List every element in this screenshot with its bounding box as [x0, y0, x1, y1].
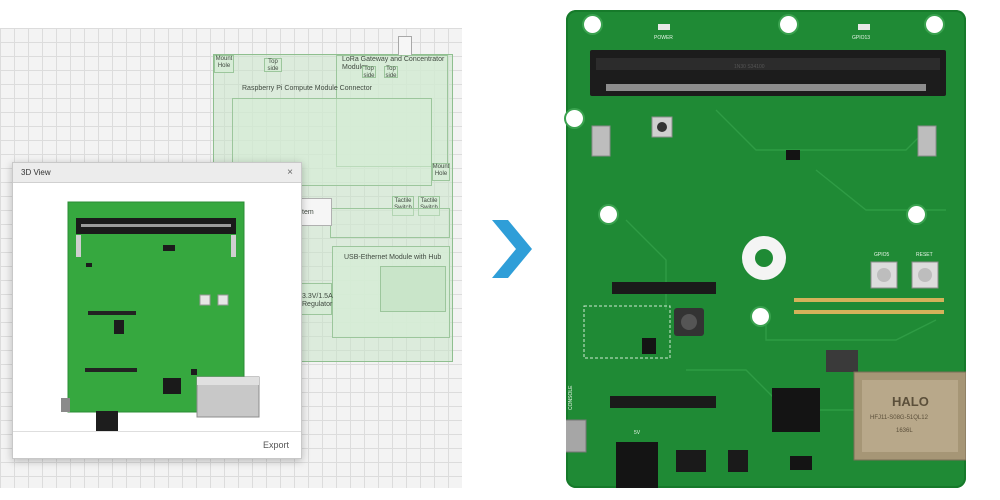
dialog-title: 3D View: [21, 168, 51, 177]
mount-hole-top-left[interactable]: [214, 55, 234, 73]
logo-mark-inner: [755, 249, 773, 267]
regulator-label: 3.3V/1.5A Regulator: [302, 293, 333, 308]
tactile-switch-1[interactable]: [392, 196, 414, 216]
rpi-connector-label: Raspberry Pi Compute Module Connector: [242, 85, 372, 92]
reset-label: RESET: [916, 252, 933, 258]
3d-ic-1: [114, 320, 124, 334]
header-pads-right: [794, 298, 944, 314]
power-led: [658, 24, 670, 30]
3d-header-2: [85, 368, 137, 372]
halo-part-label: HFJ11-S08G-51QL12: [870, 415, 928, 421]
lora-module-label: LoRa Gateway and Concentrator Module: [342, 56, 445, 71]
3d-switch-2: [217, 294, 229, 306]
gpio5-label: GPIO5: [874, 252, 890, 258]
mount-hole-top-left-label: Mount Hole: [215, 56, 233, 69]
3d-latch-left: [76, 235, 81, 257]
power-label: POWER: [654, 35, 673, 41]
oscillator-center: [657, 122, 667, 132]
mount-hole-4: [600, 206, 617, 223]
usb-ethernet-inner[interactable]: [380, 266, 446, 312]
mount-hole-5: [908, 206, 925, 223]
pcb-photo: POWER GPIO13 1N30 S34100 GPIO5 RESET CON…: [566, 10, 966, 488]
top-side-label-1: Top side: [267, 59, 279, 72]
mount-hole-7: [566, 110, 583, 127]
latch-left: [591, 125, 611, 157]
usb-ethernet-label: USB-Ethernet Module with Hub: [344, 254, 442, 261]
micro-usb: [566, 419, 587, 453]
3d-view-dialog[interactable]: 3D View ×: [12, 162, 302, 459]
top-side-label-2: Top side: [363, 66, 375, 79]
ethernet-jack-face: [862, 380, 958, 452]
gpio13-led: [858, 24, 870, 30]
top-side-marker-2[interactable]: [362, 66, 376, 78]
rpi-module-area[interactable]: [232, 98, 432, 186]
pcb-photo-graphics: [566, 50, 966, 488]
3d-socket-pins: [81, 224, 231, 227]
3d-chip-1: [163, 245, 175, 251]
regulator-block[interactable]: [300, 283, 332, 315]
3d-ic-3: [191, 369, 197, 375]
header-top: [612, 282, 716, 294]
system-block-label: tem: [302, 209, 314, 216]
gpio13-label: GPIO13: [852, 35, 871, 41]
mount-hole-3: [926, 16, 943, 33]
mount-hole-1: [584, 16, 601, 33]
regulator-ic: [642, 338, 656, 354]
latch-right: [917, 125, 937, 157]
dc-jack: [616, 442, 658, 488]
middle-region[interactable]: [330, 208, 450, 238]
top-ic: [786, 150, 800, 160]
console-label: CONSOLE: [568, 385, 574, 410]
socket-mark-label: 1N30 S34100: [734, 64, 765, 70]
3d-ethernet-jack-top: [197, 377, 259, 385]
top-side-marker-1[interactable]: [264, 58, 282, 72]
header-bottom: [610, 396, 716, 408]
small-ic-2: [790, 456, 812, 470]
top-side-label-3: Top side: [385, 66, 397, 79]
3d-dc-jack: [96, 411, 118, 431]
small-ic-1: [826, 350, 858, 372]
3d-latch-right: [231, 235, 236, 257]
switch-gpio5-button: [877, 268, 891, 282]
five-v-label: 5V: [634, 430, 641, 436]
3d-header-1: [88, 311, 136, 315]
dialog-footer: Export: [13, 431, 301, 458]
3d-usb: [61, 398, 70, 412]
halo-code-label: 1636L: [896, 428, 913, 434]
top-side-marker-3[interactable]: [384, 66, 398, 78]
3d-switch-1: [199, 294, 211, 306]
3d-ic-2: [163, 378, 181, 394]
export-button[interactable]: Export: [262, 440, 289, 450]
mount-hole-6: [752, 308, 769, 325]
capacitor: [728, 450, 748, 472]
switch-reset-button: [918, 268, 932, 282]
dialog-header[interactable]: 3D View ×: [13, 163, 301, 183]
3d-chip-2: [86, 263, 92, 267]
connector-tab[interactable]: [398, 36, 412, 56]
chevron-right-icon: [492, 220, 532, 278]
mount-hole-2: [780, 16, 797, 33]
mount-hole-right-label: Mount Hole: [432, 164, 450, 177]
inductor-core: [681, 314, 697, 330]
3d-viewport[interactable]: [13, 183, 301, 431]
crystal: [676, 450, 706, 472]
3d-board-render[interactable]: [13, 183, 301, 431]
halo-brand-label: HALO: [892, 394, 929, 409]
ethernet-controller: [772, 388, 820, 432]
system-block[interactable]: [300, 198, 332, 226]
tactile-switch-2[interactable]: [418, 196, 440, 216]
sodimm-socket-pins: [606, 84, 926, 91]
dashed-outline: [583, 305, 671, 359]
sodimm-socket-slot: [596, 58, 940, 70]
close-icon[interactable]: ×: [287, 167, 293, 178]
mount-hole-right[interactable]: [432, 163, 450, 181]
